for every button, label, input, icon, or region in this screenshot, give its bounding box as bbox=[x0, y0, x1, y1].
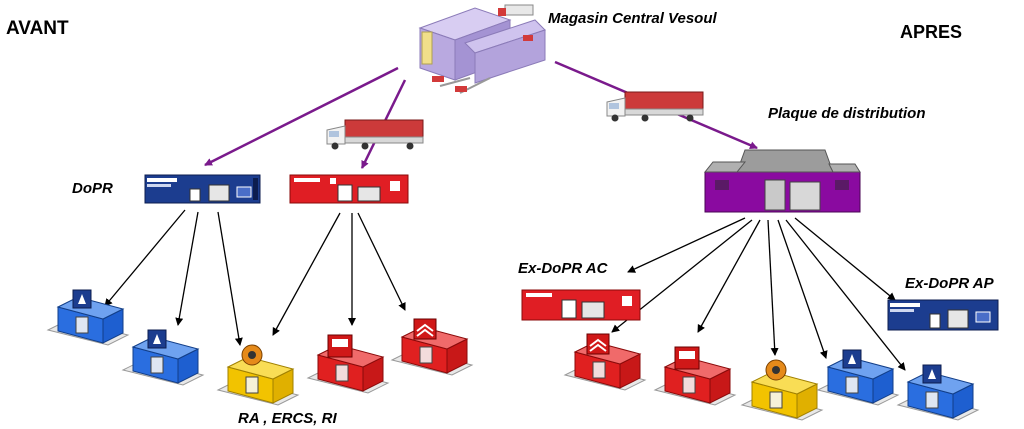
link-arrow bbox=[175, 211, 199, 326]
dopr-label: DoPR bbox=[72, 180, 113, 197]
link-arrow bbox=[217, 211, 243, 346]
citroen-depot-icon bbox=[521, 289, 641, 321]
peugeot-dealer-icon bbox=[46, 289, 130, 346]
independent-repairer-icon bbox=[216, 344, 300, 406]
link-arrow bbox=[357, 212, 406, 311]
link-arrow bbox=[767, 219, 779, 356]
link-arrow bbox=[794, 217, 896, 301]
peugeot-dealer-icon bbox=[896, 364, 980, 421]
truck-icon bbox=[326, 119, 424, 150]
link-arrow bbox=[627, 217, 746, 273]
ercs-dealer-icon bbox=[653, 346, 737, 406]
peugeot-depot-icon bbox=[144, 174, 261, 204]
before-heading: AVANT bbox=[6, 18, 69, 39]
link-arrow bbox=[777, 219, 828, 359]
ex-dopr-ap-label: Ex-DoPR AP bbox=[905, 275, 994, 292]
flow-arrow-central-to-peugeot-depot bbox=[204, 66, 399, 167]
citroen-dealer-icon bbox=[390, 318, 474, 376]
truck-icon bbox=[606, 91, 704, 122]
link-arrow bbox=[104, 209, 186, 307]
independent-repairer-icon bbox=[740, 359, 824, 421]
peugeot-dealer-icon bbox=[816, 349, 900, 406]
warehouse-icon bbox=[418, 4, 546, 94]
citroen-dealer-icon bbox=[563, 333, 647, 391]
dealers-label: RA , ERCS, RI bbox=[238, 410, 337, 427]
link-arrow bbox=[697, 219, 761, 333]
ercs-dealer-icon bbox=[306, 334, 390, 394]
distribution-building-icon bbox=[703, 149, 861, 213]
after-heading: APRES bbox=[900, 22, 963, 42]
link-arrows bbox=[104, 209, 906, 371]
link-arrow bbox=[272, 212, 341, 336]
central-warehouse-label: Magasin Central Vesoul bbox=[548, 10, 717, 27]
link-arrow bbox=[785, 219, 906, 371]
peugeot-depot-icon bbox=[887, 299, 999, 331]
citroen-depot-icon bbox=[289, 174, 409, 204]
ex-dopr-ac-label: Ex-DoPR AC bbox=[518, 260, 608, 277]
distribution-hub-label: Plaque de distribution bbox=[768, 105, 926, 122]
peugeot-dealer-icon bbox=[121, 329, 205, 386]
